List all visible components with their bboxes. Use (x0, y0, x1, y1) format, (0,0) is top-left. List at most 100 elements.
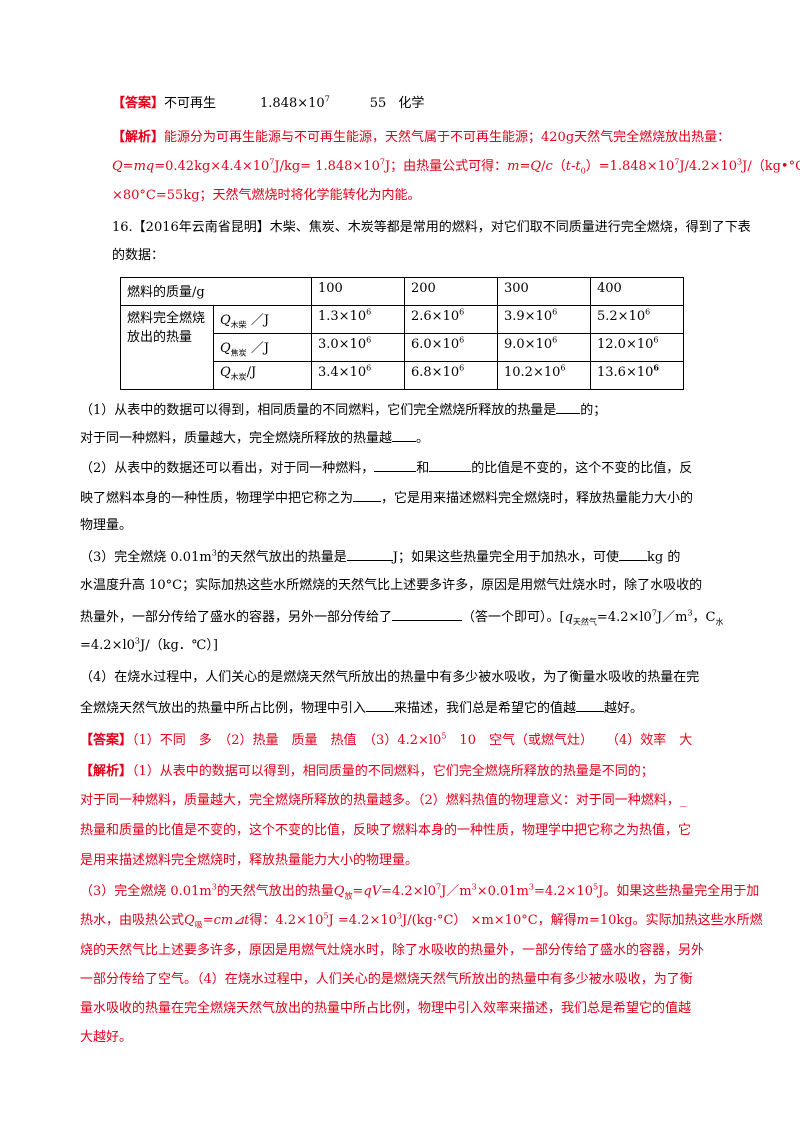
text: （1）从表中的数据可以得到，相同质量的不同燃料，它们完全燃烧所释放的热量是 (80, 403, 557, 418)
question-intro-1: 16.【2016年云南省昆明】木柴、焦炭、木炭等都是常用的燃料，对它们取不同质量… (112, 220, 751, 235)
answer-blank[interactable] (556, 399, 581, 414)
table-cell: 13.6×106 (590, 361, 684, 390)
text: J/(kg·°C） ×m×10°C，解得 (401, 913, 577, 928)
answer-blank[interactable] (374, 457, 417, 472)
answer-blank[interactable] (619, 546, 648, 561)
var: mq (133, 159, 155, 174)
answer-text: 不可再生 (164, 96, 217, 111)
text: ，C (692, 610, 716, 625)
subscript: 0 (580, 166, 586, 176)
var: Q (220, 365, 231, 380)
q16-analysis-line6: 热水，由吸热公式Q吸=cm⊿t得：4.2×105J =4.2×103J/(kg·… (80, 911, 763, 931)
text: J。如果这些热量完全用于加 (598, 884, 760, 899)
var: Q (530, 159, 542, 174)
fuel-heat-table: 燃料的质量/g 100 200 300 400 燃料完全燃烧放出的热量 Q木柴 … (120, 277, 684, 390)
exponent: 3 (211, 882, 217, 892)
table-header-mass: 400 (590, 277, 684, 306)
table-cell: 3.0×106 (311, 333, 405, 362)
answer-blank[interactable] (353, 487, 382, 502)
text: 越好。 (604, 701, 644, 716)
var: c (545, 159, 553, 174)
var: Q (220, 313, 231, 328)
answer-text: 化学 (398, 96, 425, 111)
table-header-label: 燃料的质量/g (120, 277, 312, 306)
text: 的天然气放出的热量是 (216, 550, 347, 565)
table-cell: 3.9×106 (497, 305, 591, 334)
subscript: 木炭 (230, 372, 247, 382)
text: J/（kg•°C） (742, 159, 800, 174)
text: J/4.2×10 (679, 159, 738, 174)
answer-text: 10 空气（或燃气灶） （4）效率 大 (446, 733, 693, 748)
exponent: 5 (323, 911, 329, 921)
exponent: 5 (593, 882, 599, 892)
text: = (202, 913, 214, 928)
answer-blank[interactable] (366, 697, 395, 712)
answer-blank[interactable] (576, 697, 605, 712)
text: （ (552, 159, 566, 174)
exponent: 3 (396, 911, 402, 921)
answer-tag: 【答案】 (80, 733, 133, 748)
var: m (507, 159, 520, 174)
q16-analysis-line4: 是用来描述燃料完全燃烧时，释放热量能力大小的物理量。 (80, 853, 419, 868)
q16-part3-line4: =4.2×l03J/（kg．℃）] (80, 636, 218, 656)
answer-blank[interactable] (392, 606, 463, 621)
q16-answer-line: 【答案】（1）不同 多 （2）热量 质量 热值 （3）4.2×l05 10 空气… (80, 731, 692, 751)
analysis-tag: 【解析】 (80, 764, 133, 779)
exponent: 6 (560, 363, 566, 373)
exponent: 3 (528, 882, 534, 892)
text: =0.42kg×4.4×10 (154, 159, 270, 174)
answer-blank[interactable] (429, 457, 472, 472)
unit: /J (246, 365, 257, 380)
question-intro-2: 的数据： (112, 248, 165, 263)
text: 映了燃料本身的一种性质，物理学中把它称之为 (80, 491, 354, 506)
text: ）=1.848×10 (585, 159, 675, 174)
exponent: 7 (269, 157, 275, 167)
text: J；由热量公式可得： (384, 159, 508, 174)
text: = (122, 159, 134, 174)
text: =4.2×l0 (80, 638, 135, 653)
exponent: 6 (653, 335, 659, 345)
cell-value: 6.0×10 (411, 337, 460, 352)
q16-part2-line1: （2）从表中的数据还可以看出，对于同一种燃料，和的比值是不变的，这个不变的比值，… (80, 457, 692, 479)
exponent: 3 (134, 636, 140, 646)
text: ×0.01m (476, 884, 529, 899)
exponent: 5 (441, 731, 447, 741)
table-header-mass: 300 (497, 277, 591, 306)
exponent: 6 (552, 307, 558, 317)
answer-blank[interactable] (392, 427, 417, 442)
q16-part3-line3: 热量外，一部分传给了盛水的容器，另外一部分传给了（答一个即可）。[q天然气=4.… (80, 606, 724, 628)
q16-analysis-line8: 一部分传给了空气。（4）在烧水过程中，人们关心的是燃烧天然气所放出的热量中有多少… (80, 972, 693, 987)
subscript: 水 (715, 617, 724, 627)
text: J；如果这些热量完全用于加热水，可使 (392, 550, 620, 565)
q16-analysis-line7: 烧的天然气比上述要多许多，原因是用燃气灶烧水时，除了水吸收的热量外，一部分传给了… (80, 943, 705, 958)
answer-tag: 【答案】 (112, 96, 165, 111)
q16-part4-line2: 全燃烧天然气放出的热量中所占比例，物理中引入来描述，我们总是希望它的值越越好。 (80, 697, 643, 719)
text: 的天然气放出的热量 (216, 884, 334, 899)
subscript: 放 (344, 891, 353, 901)
text: =4.2×10 (533, 884, 593, 899)
text: 全燃烧天然气放出的热量中所占比例，物理中引入 (80, 701, 367, 716)
exponent: 6 (653, 362, 659, 373)
var: cm⊿t (213, 913, 250, 928)
text: =10kg。实际加热这些水所燃 (589, 913, 763, 928)
text: （答一个即可）。[ (462, 610, 565, 625)
subscript: 天然气 (572, 617, 597, 627)
var: qV (363, 884, 382, 899)
cell-value: 13.6×10 (597, 365, 654, 380)
var: q (564, 610, 573, 625)
exponent: 6 (366, 307, 372, 317)
table-cell: 9.0×106 (497, 333, 591, 362)
exponent: 7 (651, 608, 657, 618)
text: 和 (416, 461, 430, 476)
text: （2）从表中的数据还可以看出，对于同一种燃料， (80, 461, 375, 476)
text: J =4.2×10 (328, 913, 397, 928)
prev-analysis-line-3: ×80°C=55kg；天然气燃烧时将化学能转化为内能。 (112, 188, 421, 203)
text: J／m (656, 610, 688, 625)
var: Q (220, 341, 231, 356)
answer-blank[interactable] (346, 546, 393, 561)
q16-part1-line2: 对于同一种燃料，质量越大，完全燃烧所释放的热量越。 (80, 427, 429, 449)
q16-part2-line3: 物理量。 (80, 518, 133, 533)
var: Q (184, 913, 195, 928)
prev-analysis-line-1: 【解析】能源分为可再生能源与不可再生能源，天然气属于不可再生能源；420g天然气… (112, 128, 730, 148)
